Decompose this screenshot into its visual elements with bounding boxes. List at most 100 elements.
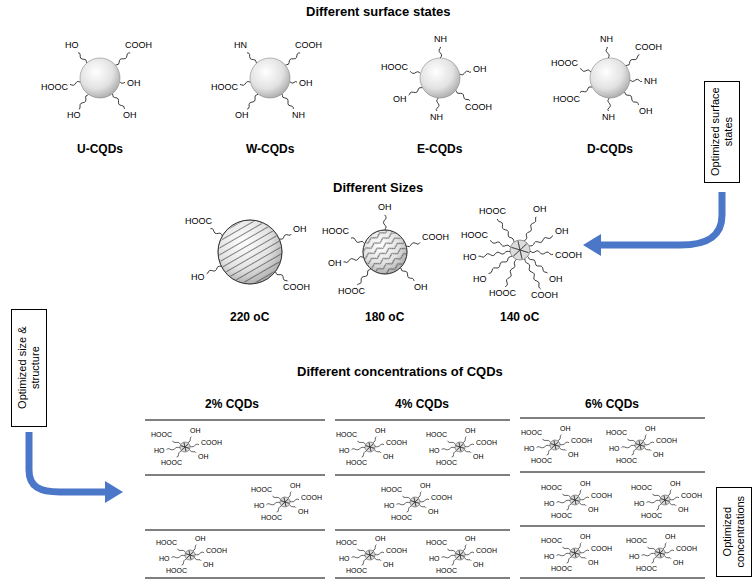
functional-group: HO [339, 447, 350, 455]
surface-chain [78, 53, 87, 63]
surface-chain [505, 259, 516, 287]
core-texture [412, 499, 419, 505]
surface-chain [173, 441, 181, 445]
carbon-core [185, 550, 195, 560]
quantum-dot [70, 53, 130, 109]
functional-group: HOOC [161, 459, 182, 467]
particles [70, 47, 679, 565]
quantum-dot [172, 545, 205, 566]
carbon-sphere [420, 58, 460, 98]
surface-chain [580, 69, 591, 73]
functional-group: OH [549, 275, 563, 285]
quantum-dot [622, 435, 655, 456]
functional-group: COOH [571, 437, 592, 445]
functional-group: OH [393, 95, 407, 105]
quantum-dot [409, 47, 471, 111]
functional-group: NH [602, 113, 615, 123]
surface-chain [642, 553, 656, 556]
functional-group: COOH [531, 291, 558, 301]
core-texture [182, 444, 189, 450]
functional-group: HOOC [521, 429, 542, 437]
surface-chain [374, 557, 381, 560]
functional-group: OH [465, 535, 476, 543]
surface-chain [419, 504, 426, 507]
functional-group: OH [428, 508, 439, 516]
surface-chain [275, 272, 287, 281]
core-texture [282, 499, 289, 505]
functional-group: HO [429, 447, 440, 455]
functional-group: HO [544, 500, 555, 508]
concentration-label: 4% CQDs [395, 398, 449, 411]
functional-group: HOOC [641, 512, 662, 520]
functional-group: COOH [656, 437, 677, 445]
functional-group: COOH [295, 41, 322, 51]
surface-chain [373, 545, 377, 551]
surface-chain [362, 559, 367, 565]
functional-group: OH [198, 453, 209, 461]
functional-group: COOH [681, 492, 702, 500]
surface-chain [362, 451, 367, 457]
functional-group: OH [383, 453, 394, 461]
core-texture [457, 552, 464, 558]
functional-group: OH [190, 427, 201, 435]
surface-chain [452, 559, 457, 565]
surface-chain [497, 219, 514, 242]
surface-chain [182, 559, 187, 565]
functional-group: OH [375, 535, 386, 543]
functional-group: HOOC [489, 289, 516, 299]
surface-chain [579, 555, 586, 558]
core-texture [513, 244, 526, 256]
functional-group: HOOC [631, 484, 652, 492]
functional-group: HOOC [461, 231, 488, 241]
flow-arrow [29, 432, 123, 503]
functional-group: OH [665, 533, 676, 541]
carbon-core [510, 240, 530, 260]
functional-group: OH [378, 203, 392, 213]
surface-chain [579, 502, 586, 505]
carbon-sphere [590, 58, 630, 98]
functional-group: HOOC [553, 95, 580, 105]
section-title: Different surface states [306, 5, 451, 19]
functional-group: HOOC [551, 565, 572, 573]
surface-chain [351, 238, 365, 244]
surface-chain [357, 269, 371, 285]
functional-group: OH [235, 111, 249, 121]
core-texture [282, 499, 289, 505]
surface-chain [622, 445, 636, 448]
surface-chain [632, 449, 637, 455]
surface-chain [442, 555, 456, 558]
core-texture [187, 552, 194, 558]
surface-chain [558, 435, 562, 441]
functional-group: COOH [476, 439, 497, 447]
core-texture [219, 221, 281, 283]
temperature-label: 220 oC [230, 311, 269, 324]
surface-chain [436, 98, 439, 111]
quantum-dot [557, 543, 590, 564]
surface-chain [267, 502, 281, 505]
functional-group: COOH [555, 251, 582, 261]
functional-group: OH [639, 107, 653, 117]
core-texture [572, 497, 579, 503]
functional-group: COOH [301, 494, 322, 502]
functional-group: HO [629, 553, 640, 561]
quantum-dot [240, 53, 300, 109]
core-texture [457, 444, 464, 450]
quantum-dot [397, 492, 430, 512]
functional-group: HOOC [261, 514, 282, 522]
surface-chain [530, 251, 553, 255]
functional-group: HOOC [636, 565, 657, 573]
functional-group: OH [473, 453, 484, 461]
core-texture [367, 444, 374, 450]
functional-group: OH [328, 259, 342, 269]
carbon-core [280, 497, 290, 507]
functional-group: COOH [676, 545, 697, 553]
quantum-dot [442, 545, 475, 566]
core-texture [552, 442, 559, 448]
surface-chain [606, 47, 609, 58]
functional-group: OH [560, 425, 571, 433]
surface-chain [194, 557, 201, 560]
surface-chain [401, 268, 415, 281]
core-texture [572, 550, 579, 556]
surface-chain [397, 502, 411, 505]
surface-chain [563, 494, 571, 498]
